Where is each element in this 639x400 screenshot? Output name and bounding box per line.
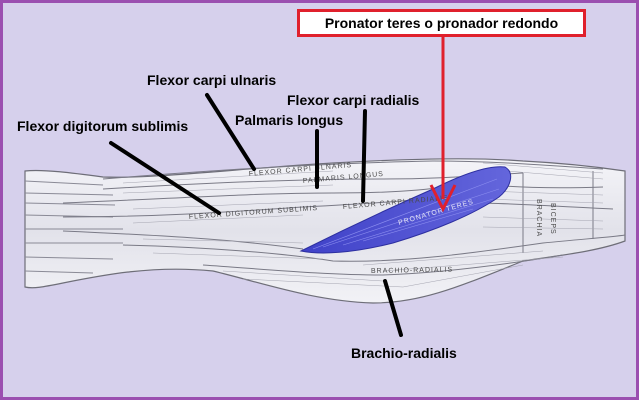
pointer-flexor-digitorum-sublimis [109,141,221,215]
label-brachio-radialis: Brachio-radialis [351,345,457,361]
label-palmaris-longus: Palmaris longus [235,112,344,128]
engraved-brachialis: BRACHIA [535,199,542,237]
pronator-teres-muscle [299,166,512,254]
label-flexor-digitorum-sublimis: Flexor digitorum sublimis [17,118,189,134]
engraved-brachio-radialis: BRACHIO-RADIALIS [371,267,453,275]
label-flexor-carpi-ulnaris: Flexor carpi ulnaris [147,72,277,88]
pointer-brachio-radialis [383,279,403,337]
forearm-illustration: FLEXOR CARPI ULNARIS PALMARIS LONGUS FLE… [24,33,626,337]
title-label: Pronator teres o pronador redondo [324,15,559,31]
title-callout-box: Pronator teres o pronador redondo [297,9,586,37]
wrist-tendons [24,180,123,274]
engraved-biceps: BICEPS [549,203,556,235]
pointer-lines [109,93,403,337]
pointer-flexor-carpi-radialis [361,109,367,203]
label-flexor-carpi-radialis: Flexor carpi radialis [287,92,420,108]
pronator-fiber-lines [312,178,500,250]
pronator-pointer-arrow [429,33,457,213]
pointer-flexor-carpi-ulnaris [205,93,256,171]
